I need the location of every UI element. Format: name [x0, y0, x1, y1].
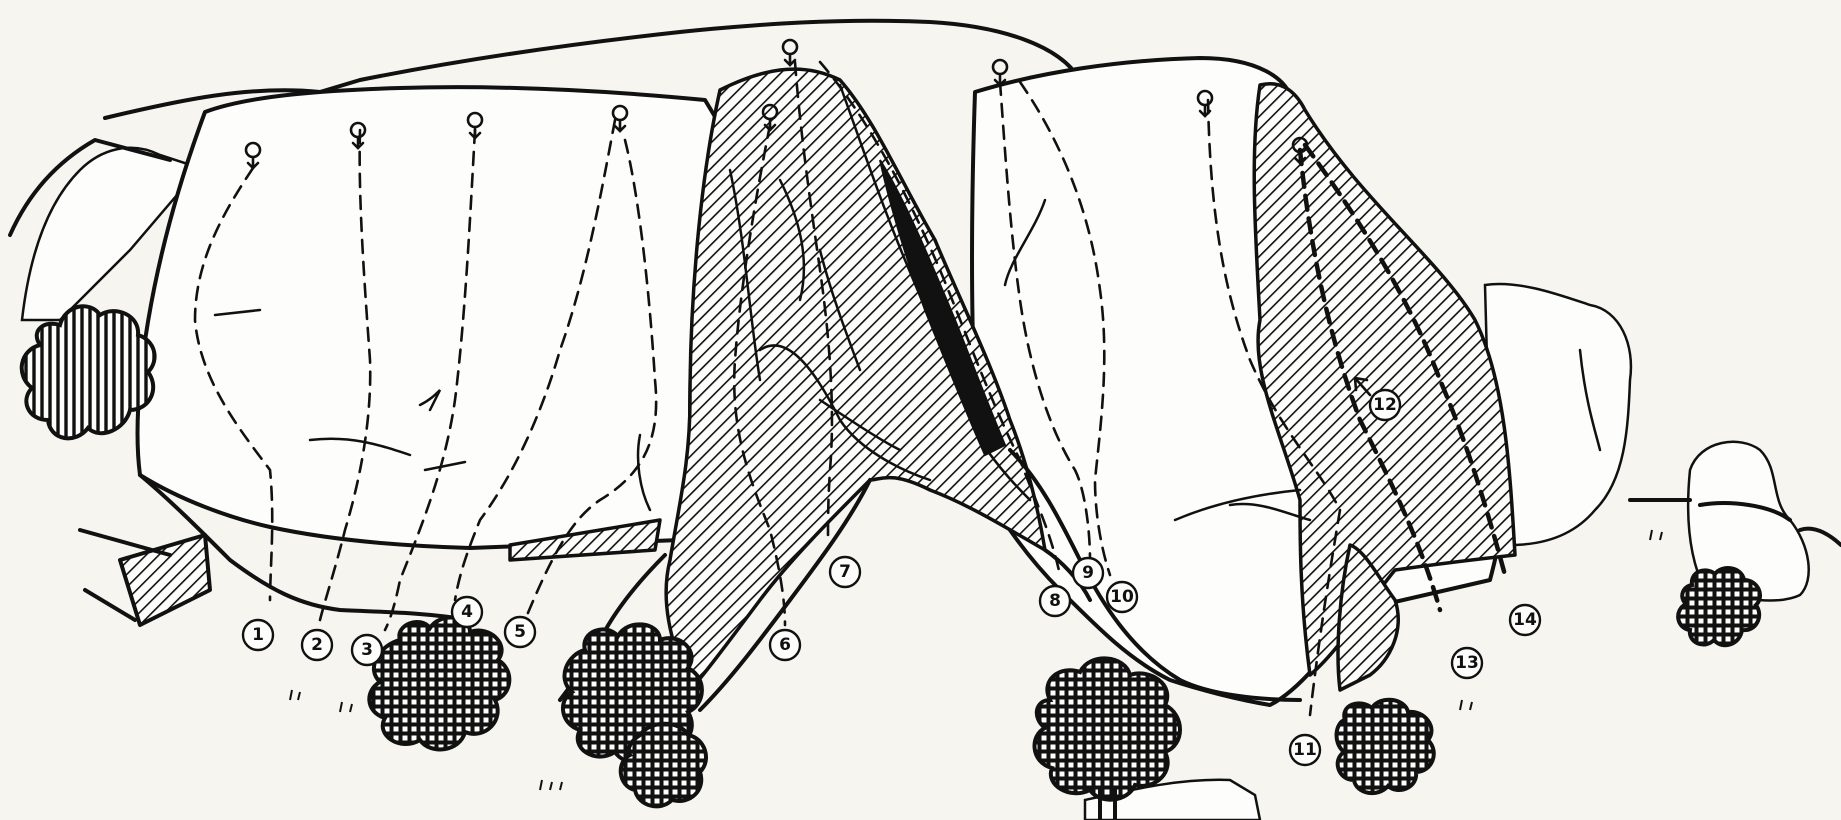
route-marker-11: 11 [1290, 735, 1320, 765]
route-marker-1: 1 [243, 620, 273, 650]
route-number-12: 12 [1373, 395, 1397, 415]
route-number-13: 13 [1455, 653, 1479, 673]
bush-right [1678, 568, 1760, 645]
bush-left [22, 306, 155, 438]
route-marker-5: 5 [505, 617, 535, 647]
tree-center [1035, 658, 1180, 799]
route-number-2: 2 [311, 635, 323, 655]
anchor-icon [783, 40, 797, 65]
route-number-8: 8 [1049, 591, 1061, 611]
route-marker-3: 3 [352, 635, 382, 665]
route-number-9: 9 [1082, 563, 1094, 583]
route-marker-4: 4 [452, 597, 482, 627]
route-number-4: 4 [461, 602, 473, 622]
bush-3 [369, 617, 509, 749]
route-marker-9: 9 [1073, 558, 1103, 588]
route-marker-2: 2 [302, 630, 332, 660]
route-number-6: 6 [779, 635, 791, 655]
route-marker-7: 7 [830, 557, 860, 587]
route-number-14: 14 [1513, 610, 1537, 630]
rock-faces [138, 58, 1515, 710]
route-number-3: 3 [361, 640, 373, 660]
route-marker-13: 13 [1452, 648, 1482, 678]
route-marker-12: 12 [1370, 390, 1400, 420]
route-marker-10: 10 [1107, 582, 1137, 612]
anchor-icon [993, 60, 1007, 85]
bush-11 [1337, 700, 1434, 793]
route-number-7: 7 [839, 562, 851, 582]
route-number-10: 10 [1110, 587, 1134, 607]
route-number-11: 11 [1293, 740, 1317, 760]
route-number-1: 1 [252, 625, 264, 645]
route-marker-8: 8 [1040, 586, 1070, 616]
route-number-5: 5 [514, 622, 526, 642]
route-marker-14: 14 [1510, 605, 1540, 635]
route-marker-6: 6 [770, 630, 800, 660]
